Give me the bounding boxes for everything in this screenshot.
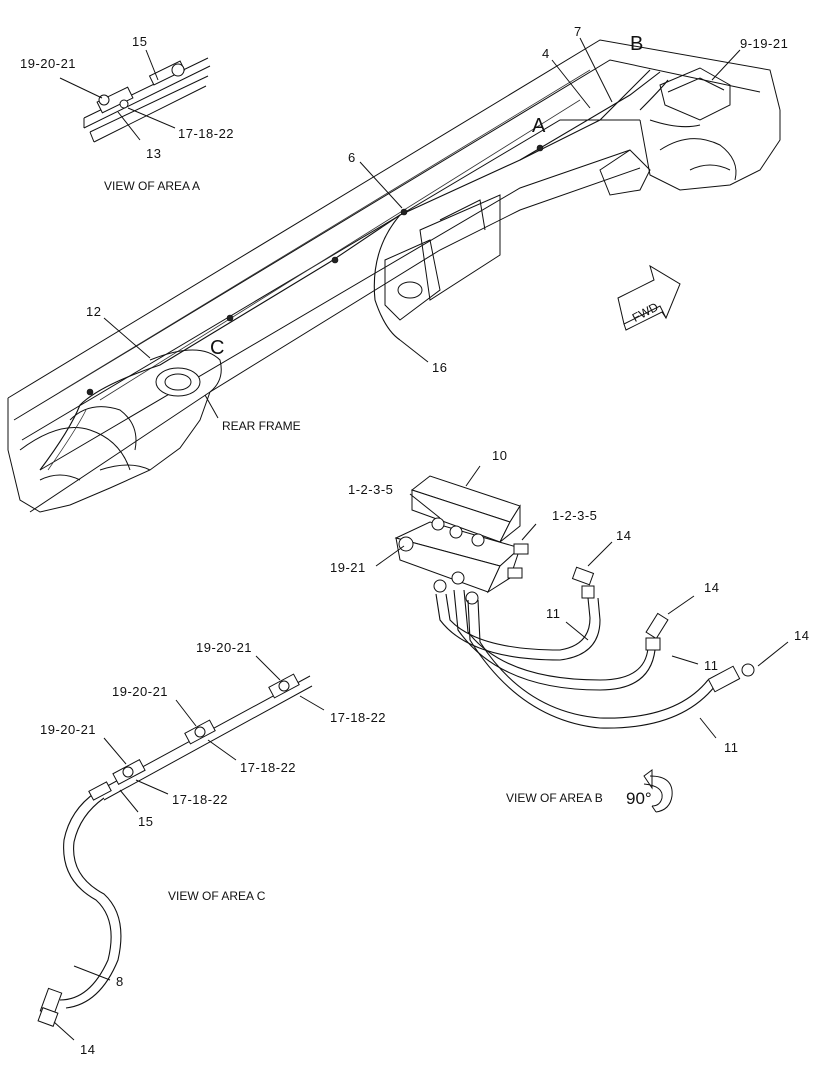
callout-13: 13 — [146, 146, 161, 161]
callout-12: 12 — [86, 304, 101, 319]
fitting-14-b1 — [571, 566, 595, 599]
callout-14-b2: 14 — [704, 580, 719, 595]
callout-11-b2: 11 — [704, 658, 719, 673]
area-letter-a: A — [532, 115, 546, 137]
callout-14-b3: 14 — [794, 628, 809, 643]
fitting-14-c — [37, 987, 63, 1027]
callout-19-21: 19-21 — [330, 560, 366, 575]
caption-view-area-b: VIEW OF AREA B — [506, 791, 603, 805]
callout-14-c: 14 — [80, 1042, 95, 1057]
callout-17-18-22-c3: 17-18-22 — [172, 792, 228, 807]
callout-6: 6 — [348, 150, 356, 165]
callout-11-b1: 11 — [546, 606, 561, 621]
callout-11-b3: 11 — [724, 740, 739, 755]
callout-16: 16 — [432, 360, 447, 375]
callout-17-18-22-a: 17-18-22 — [178, 126, 234, 141]
detail-area-a: 19-20-21 15 17-18-22 13 VIEW OF AREA A — [20, 34, 234, 193]
fitting-c1 — [268, 673, 300, 699]
caption-rear-frame: REAR FRAME — [222, 419, 301, 433]
detail-area-b: 10 1-2-3-5 1-2-3-5 19-21 14 14 14 11 11 … — [330, 448, 809, 813]
fitting-14-b3 — [707, 663, 755, 693]
callout-17-18-22-c2: 17-18-22 — [240, 760, 296, 775]
callout-19-20-21-c1: 19-20-21 — [196, 640, 252, 655]
callout-1-2-3-5-right: 1-2-3-5 — [552, 508, 597, 523]
area-letter-c: C — [210, 337, 224, 359]
callout-15-c: 15 — [138, 814, 153, 829]
fitting-c2 — [184, 719, 216, 745]
caption-view-area-c: VIEW OF AREA C — [168, 889, 266, 903]
callout-19-20-21-c3: 19-20-21 — [40, 722, 96, 737]
forward-arrow-icon: FWD — [617, 264, 681, 331]
callout-14-b1: 14 — [616, 528, 631, 543]
fitting-14-b2 — [645, 612, 669, 651]
callout-8: 8 — [116, 974, 124, 989]
callout-9-19-21: 9-19-21 — [740, 36, 788, 51]
rotation-label: 90° — [626, 789, 652, 808]
callout-17-18-22-c1: 17-18-22 — [330, 710, 386, 725]
callout-7: 7 — [574, 24, 582, 39]
fwd-label: FWD — [630, 300, 661, 325]
detail-area-c: 19-20-21 17-18-22 19-20-21 17-18-22 19-2… — [37, 640, 386, 1057]
callout-1-2-3-5-left: 1-2-3-5 — [348, 482, 393, 497]
callout-19-20-21-c2: 19-20-21 — [112, 684, 168, 699]
caption-view-area-a: VIEW OF AREA A — [104, 179, 200, 193]
area-letter-b: B — [630, 33, 643, 55]
fitting-c3 — [88, 758, 146, 801]
callout-19-20-21-a: 19-20-21 — [20, 56, 76, 71]
rotate-arrow-icon — [643, 769, 673, 813]
callout-4: 4 — [542, 46, 550, 61]
callout-15-a: 15 — [132, 34, 147, 49]
rear-frame-assembly: 7 4 9-19-21 6 12 16 A B C REAR FRAME FWD — [7, 24, 788, 513]
callout-10: 10 — [492, 448, 507, 463]
